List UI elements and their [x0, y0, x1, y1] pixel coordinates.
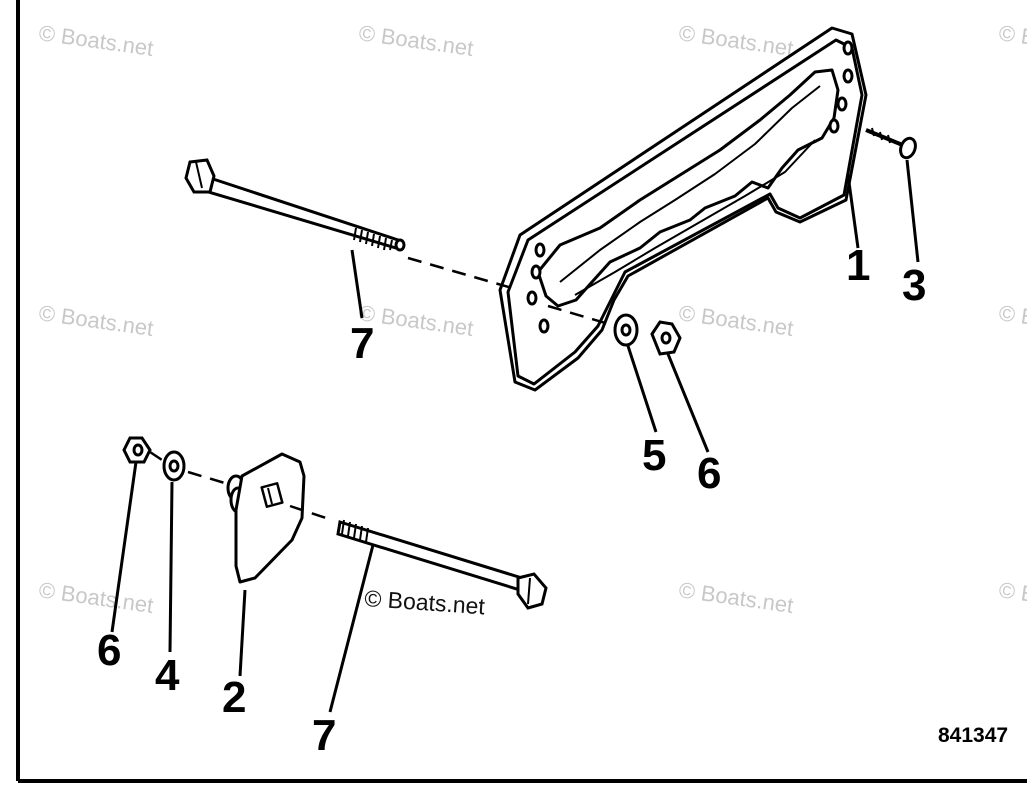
watermark: © Boats.net	[997, 20, 1027, 61]
callout-6-lower: 6	[97, 626, 121, 675]
washer-upper	[613, 313, 639, 347]
watermark: © Boats.net	[677, 577, 795, 618]
watermark: © Boats.net	[37, 300, 155, 341]
callout-2: 2	[222, 673, 246, 722]
frame-border	[16, 0, 1027, 783]
bracket-plate	[498, 26, 868, 392]
center-watermark: © Boats.net	[364, 585, 487, 619]
upper-bolt	[184, 158, 406, 252]
nut-lower	[122, 436, 152, 464]
washer-lower	[162, 450, 186, 482]
clamp-plate	[226, 452, 306, 584]
lower-bolt	[336, 519, 548, 610]
callout-7-lower: 7	[312, 711, 336, 760]
callout-7-upper: 7	[350, 319, 374, 368]
nut-upper	[650, 320, 682, 356]
watermark: © Boats.net	[677, 20, 795, 61]
watermark: © Boats.net	[997, 577, 1027, 618]
watermark: © Boats.net	[357, 20, 475, 61]
watermark: © Boats.net	[677, 300, 795, 341]
watermark: © Boats.net	[37, 20, 155, 61]
callout-4: 4	[155, 651, 180, 700]
callout-6-upper: 6	[697, 449, 721, 498]
watermark: © Boats.net	[37, 577, 155, 618]
callout-1: 1	[846, 241, 870, 290]
screw	[865, 127, 917, 160]
leader-lines	[110, 159, 920, 713]
watermark: © Boats.net	[997, 300, 1027, 341]
callout-3: 3	[902, 261, 926, 310]
watermark: © Boats.net	[357, 300, 475, 341]
assembly-lines	[149, 256, 613, 522]
callout-5: 5	[642, 431, 666, 480]
figure-number: 841347	[938, 724, 1008, 747]
